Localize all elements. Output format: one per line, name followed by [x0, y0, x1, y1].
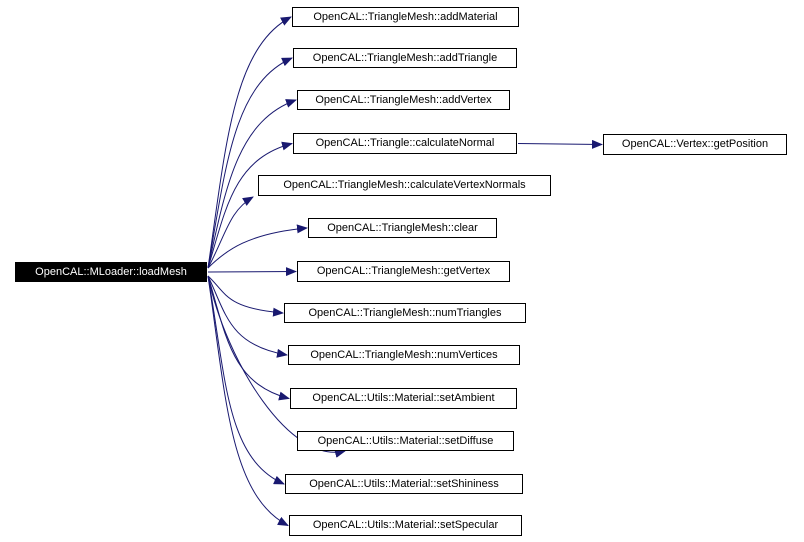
- edge-loadMesh-numTriangles: [207, 275, 284, 317]
- node-loadMesh: OpenCAL::MLoader::loadMesh: [15, 262, 207, 282]
- node-numVertices[interactable]: OpenCAL::TriangleMesh::numVertices: [288, 345, 520, 365]
- node-getPosition[interactable]: OpenCAL::Vertex::getPosition: [603, 134, 787, 155]
- node-addMaterial[interactable]: OpenCAL::TriangleMesh::addMaterial: [292, 7, 519, 27]
- edge-loadMesh-addMaterial: [207, 16, 292, 269]
- node-setDiffuse[interactable]: OpenCAL::Utils::Material::setDiffuse: [297, 431, 514, 451]
- node-setAmbient[interactable]: OpenCAL::Utils::Material::setAmbient: [290, 388, 517, 409]
- edge-calculateNormal-getPosition: [517, 139, 603, 149]
- node-calculateVertexNormals[interactable]: OpenCAL::TriangleMesh::calculateVertexNo…: [258, 175, 551, 196]
- node-numTriangles[interactable]: OpenCAL::TriangleMesh::numTriangles: [284, 303, 526, 323]
- edge-loadMesh-getVertex: [207, 267, 297, 277]
- node-addTriangle[interactable]: OpenCAL::TriangleMesh::addTriangle: [293, 48, 517, 68]
- node-addVertex[interactable]: OpenCAL::TriangleMesh::addVertex: [297, 90, 510, 110]
- node-getVertex[interactable]: OpenCAL::TriangleMesh::getVertex: [297, 261, 510, 282]
- edge-loadMesh-addTriangle: [207, 57, 293, 269]
- edge-loadMesh-setShininess: [207, 275, 285, 485]
- node-setSpecular[interactable]: OpenCAL::Utils::Material::setSpecular: [289, 515, 522, 536]
- edge-group: [207, 16, 603, 526]
- node-calculateNormal[interactable]: OpenCAL::Triangle::calculateNormal: [293, 133, 517, 154]
- edge-loadMesh-clear: [207, 224, 308, 269]
- edge-loadMesh-calculateVertexNormals: [207, 196, 254, 269]
- edge-loadMesh-setAmbient: [207, 275, 290, 401]
- node-setShininess[interactable]: OpenCAL::Utils::Material::setShininess: [285, 474, 523, 494]
- node-clear[interactable]: OpenCAL::TriangleMesh::clear: [308, 218, 497, 238]
- edge-loadMesh-setSpecular: [207, 275, 289, 526]
- edge-loadMesh-addVertex: [207, 99, 297, 269]
- edge-loadMesh-numVertices: [207, 275, 288, 358]
- edge-loadMesh-calculateNormal: [207, 141, 293, 269]
